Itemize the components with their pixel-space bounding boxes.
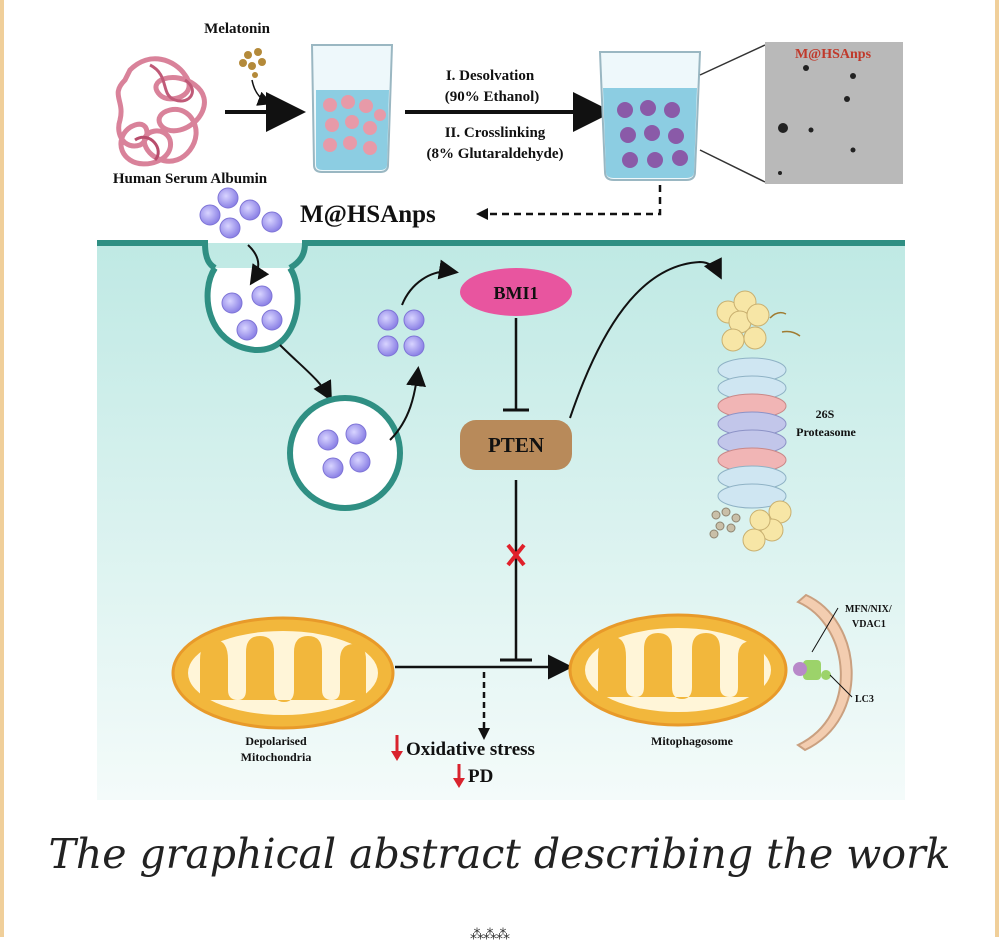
section-divider: ⁂⁂⁂ [470, 927, 510, 943]
pten-label: PTEN [488, 433, 544, 457]
vdac-label: VDAC1 [852, 619, 886, 630]
depolarised-label-2: Mitochondria [241, 750, 312, 764]
oxidative-stress-label: Oxidative stress [406, 739, 535, 760]
release-arrow [389, 366, 427, 441]
free-nanoparticles [199, 187, 283, 239]
melatonin-molecule [239, 48, 266, 78]
step2-reagent: (8% Glutaraldehyde) [426, 146, 563, 162]
mhsanps-label: M@HSAnps [300, 201, 436, 228]
proteasome-label-2: Proteasome [796, 425, 856, 439]
endosome [287, 395, 403, 511]
beaker-1 [310, 44, 394, 173]
pd-label: PD [468, 766, 493, 787]
step1-solvent: (90% Ethanol) [445, 89, 540, 105]
block-x-icon [506, 543, 526, 567]
hsa-protein-coil [115, 56, 207, 167]
zoom-line-top [699, 44, 766, 76]
melatonin-label: Melatonin [204, 21, 270, 37]
zoom-line-bottom [699, 149, 766, 183]
frame-left-border [0, 0, 4, 937]
melatonin-arrow [251, 79, 273, 106]
proteasome-label-1: 26S [816, 407, 835, 421]
tem-image [765, 42, 903, 184]
depolarised-label-1: Depolarised [245, 734, 307, 748]
tem-label: M@HSAnps [795, 47, 872, 62]
mfn-label: MFN/NIX/ [845, 604, 892, 615]
released-nanoparticles [377, 309, 425, 357]
figure-caption: The graphical abstract describing the wo… [48, 830, 951, 878]
frame-right-border [995, 0, 999, 937]
to-bmi1-arrow [401, 259, 459, 306]
pd-down-arrow-icon [453, 764, 465, 788]
pten-to-proteasome-arrow [569, 257, 722, 419]
pten-node [460, 420, 572, 470]
beaker-2 [598, 51, 702, 181]
oxidative-down-arrow-icon [391, 735, 403, 761]
depolarised-mitochondrion [171, 616, 395, 730]
lc3-label: LC3 [855, 694, 874, 705]
mitophagosome-label: Mitophagosome [651, 734, 734, 748]
graphical-abstract-diagram: Melatonin Human Serum Albumin I. Desolva… [97, 21, 905, 800]
step1-label: I. Desolvation [446, 68, 535, 84]
mitophagosome [568, 593, 853, 752]
hsa-label: Human Serum Albumin [113, 171, 268, 187]
endosome-arrow [279, 344, 332, 402]
dashed-return-arrow [488, 185, 662, 216]
bmi1-node [460, 268, 572, 316]
endocytic-invagination [204, 244, 301, 354]
proteasome-26s [709, 290, 801, 552]
step2-label: II. Crosslinking [445, 125, 546, 141]
bmi1-label: BMI1 [494, 283, 539, 303]
